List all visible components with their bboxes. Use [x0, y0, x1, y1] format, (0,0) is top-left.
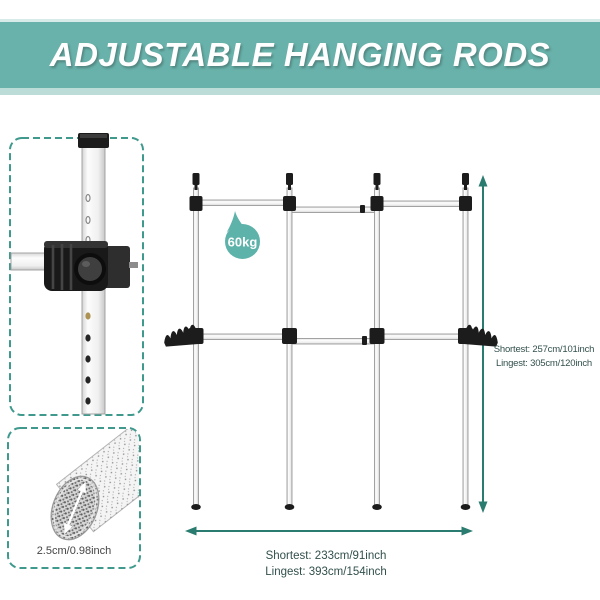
banner-accent-strip	[0, 88, 600, 95]
hanger-hooks-right-icon	[463, 324, 498, 347]
detail-inset-diameter	[7, 427, 141, 569]
brass-hole	[85, 312, 91, 320]
water-drop-icon	[226, 211, 244, 233]
width-dimension-label: Shortest: 233cm/91inch Lingest: 393cm/15…	[228, 548, 424, 580]
clamp-icon	[44, 241, 138, 291]
spring-top-caps-icon	[192, 173, 469, 190]
dashed-frame	[9, 137, 144, 416]
width-longest-text: Lingest: 393cm/154inch	[265, 566, 387, 578]
weight-capacity-badge: 60kg	[225, 211, 260, 259]
pole-diameter-label: 2.5cm/0.98inch	[36, 545, 112, 557]
detail-inset-clamp	[9, 133, 144, 416]
banner-title: ADJUSTABLE HANGING RODS	[49, 36, 551, 73]
rod-graphic	[10, 252, 48, 271]
banner: ADJUSTABLE HANGING RODS	[0, 19, 600, 88]
width-shortest-text: Shortest: 233cm/91inch	[265, 550, 387, 562]
dashed-frame	[7, 427, 141, 569]
badge-label: 60kg	[228, 235, 258, 250]
pole-cross-section-graphic	[50, 429, 139, 541]
hanger-hooks-left-icon	[164, 324, 199, 347]
rack-structure-graphic	[188, 173, 473, 510]
height-dimension-label: Shortest: 257cm/101inch Lingest: 305cm/1…	[486, 343, 600, 371]
width-arrow-icon	[185, 526, 473, 536]
diameter-arrow-icon	[64, 482, 86, 534]
height-longest-text: Lingest: 305cm/120inch	[496, 358, 592, 369]
height-shortest-text: Shortest: 257cm/101inch	[493, 344, 595, 355]
